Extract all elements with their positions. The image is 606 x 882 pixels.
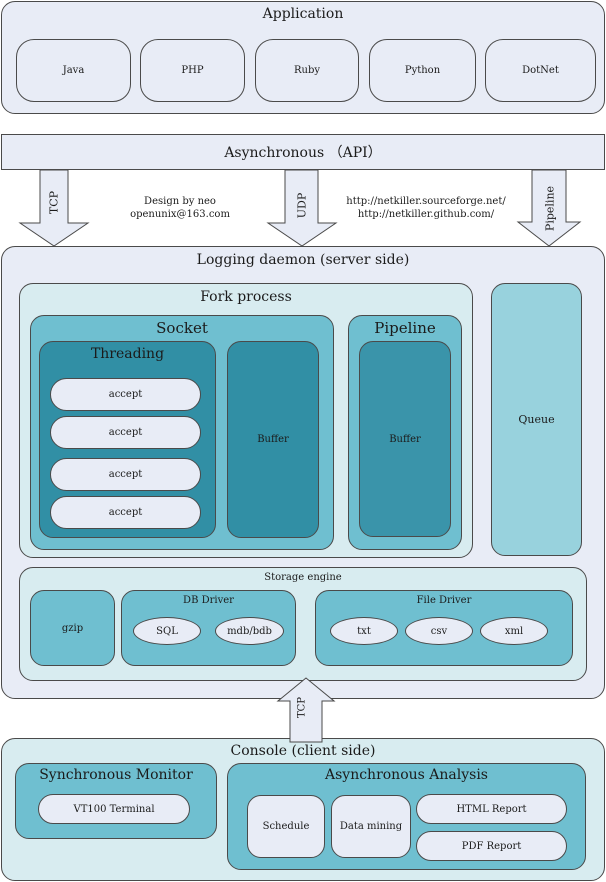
html-report: HTML Report (416, 794, 567, 824)
application-title: Application (262, 6, 344, 22)
async-analysis-title: Asynchronous Analysis (324, 767, 488, 783)
sync-monitor-title: Synchronous Monitor (39, 767, 193, 783)
data-mining: Data mining (331, 795, 411, 858)
credit-url2: http://netkiller.github.com/ (357, 209, 495, 220)
schedule: Schedule (247, 795, 325, 858)
socket-title: Socket (156, 319, 208, 337)
fork-process-title: Fork process (200, 289, 292, 305)
file-driver-title: File Driver (416, 595, 472, 606)
credit-url1: http://netkiller.sourceforge.net/ (346, 196, 506, 207)
credit-email: openunix@163.com (130, 209, 230, 220)
accept-item: accept (50, 378, 201, 411)
udp-arrow (266, 169, 338, 247)
accept-item: accept (50, 496, 201, 529)
vt100-terminal: VT100 Terminal (38, 794, 190, 824)
accept-item: accept (50, 458, 201, 491)
console-tcp-label: TCP (296, 696, 308, 719)
app-java: Java (16, 39, 131, 102)
queue: Queue (491, 283, 582, 556)
app-dotnet: DotNet (485, 39, 596, 102)
app-php: PHP (140, 39, 245, 102)
storage-engine-title: Storage engine (264, 572, 342, 583)
db-sql: SQL (133, 617, 201, 645)
file-xml: xml (480, 617, 548, 645)
accept-item: accept (50, 416, 201, 449)
console-title: Console (client side) (230, 743, 376, 759)
threading-title: Threading (90, 346, 165, 362)
file-txt: txt (330, 617, 398, 645)
app-python: Python (369, 39, 476, 102)
pipeline-title: Pipeline (374, 319, 436, 337)
db-mdb-bdb: mdb/bdb (215, 617, 284, 645)
daemon-title: Logging daemon (server side) (196, 252, 410, 268)
pipeline-buffer: Buffer (359, 341, 451, 537)
gzip: gzip (30, 590, 115, 666)
file-csv: csv (405, 617, 473, 645)
socket-buffer: Buffer (227, 341, 319, 538)
pipeline-arrow (516, 169, 582, 247)
pdf-report: PDF Report (416, 831, 567, 861)
credit-design: Design by neo (144, 196, 216, 207)
app-ruby: Ruby (255, 39, 359, 102)
db-driver-title: DB Driver (183, 595, 234, 606)
api-bar: Asynchronous （API） (1, 134, 605, 170)
tcp-arrow (18, 169, 90, 247)
